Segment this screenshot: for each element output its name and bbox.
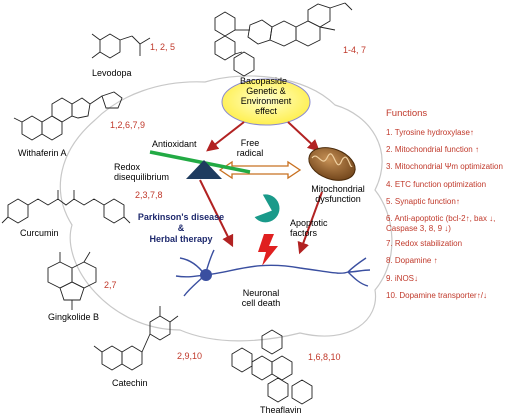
withaferin-a-structure (13, 91, 123, 141)
pd-line-2: & (177, 223, 185, 233)
compound-name-gingkolide-b: Gingkolide B (48, 312, 100, 322)
apoptotic-line-1: Apoptotic (290, 218, 328, 228)
curcumin-structure (1, 190, 131, 224)
compound-name-theaflavin: Theaflavin (260, 405, 302, 415)
compound-refs-gingkolide-b: 2,7 (104, 280, 117, 290)
free-radical-line-2: radical (236, 148, 264, 158)
function-item: 1. Tyrosine hydroxylase↑ (386, 128, 474, 137)
bacopaside-structure (214, 2, 353, 77)
compound-name-curcumin: Curcumin (20, 228, 59, 238)
compound-refs-theaflavin: 1,6,8,10 (308, 352, 341, 362)
apoptotic-line-2: factors (290, 228, 318, 238)
pd-line-3: Herbal therapy (149, 234, 213, 244)
genetic-line-2: Environment (240, 96, 292, 106)
neuronal-cell-death-label: Neuronal cell death (236, 288, 286, 308)
compound-refs-bacopaside: 1-4, 7 (343, 45, 367, 55)
function-item: 9. iNOS↓ (386, 273, 419, 283)
function-item: 6. Anti-apoptotic (bcl-2↑, bax ↓, (386, 214, 496, 224)
functions-title: Functions (386, 108, 428, 119)
neuron-line-1: Neuronal (242, 288, 280, 298)
compound-refs-levodopa: 1, 2, 5 (150, 42, 176, 52)
function-item: 2. Mitochondrial function ↑ (386, 145, 479, 155)
redox-triangle (186, 160, 222, 179)
brain-outline (59, 75, 393, 342)
catechin-structure (93, 306, 179, 371)
compound-name-catechin: Catechin (112, 378, 148, 388)
neuron-line-2: cell death (241, 298, 281, 308)
arrow-to-mito (287, 121, 320, 152)
genetic-environment-ellipse (221, 78, 311, 126)
mito-dysfunction-label: Mitochondrial dysfunction (306, 184, 370, 204)
free-radical-line-1: Free (240, 138, 260, 148)
levodopa-structure (91, 33, 151, 59)
apoptotic-pacman-icon (254, 194, 280, 223)
genetic-line-1: Genetic & (246, 86, 286, 96)
arrow-to-redox (206, 121, 245, 152)
antioxidant-lever (149, 150, 251, 174)
compound-name-withaferin-a: Withaferin A (18, 148, 67, 158)
arrow-redox-to-neuron (199, 179, 234, 248)
apoptotic-label: Apoptotic factors (290, 218, 328, 238)
theaflavin-structure (231, 329, 313, 405)
antioxidant-label: Antioxidant (152, 139, 197, 149)
compound-name-levodopa: Levodopa (92, 68, 132, 78)
double-arrow-redox-mito (218, 160, 302, 180)
genetic-line-3: effect (255, 106, 277, 116)
pd-herbal-therapy-label: Parkinson's disease & Herbal therapy (126, 212, 236, 245)
compound-refs-catechin: 2,9,10 (177, 351, 203, 361)
redox-label: Redox disequilibrium (114, 162, 169, 182)
compound-refs-curcumin: 2,3,7,8 (135, 190, 163, 200)
compound-refs-withaferin-a: 1,2,6,7,9 (110, 120, 146, 130)
lightning-bolt-icon (258, 234, 278, 266)
redox-line-1: Redox (114, 162, 141, 172)
compound-name-bacopaside: Bacopaside (240, 76, 288, 86)
redox-line-2: disequilibrium (114, 172, 170, 182)
free-radical-label: Free radical (230, 138, 270, 158)
neuron-body (200, 269, 212, 281)
function-item: 4. ETC function optimization (386, 179, 487, 189)
function-item: 8. Dopamine ↑ (386, 256, 438, 266)
function-item: Caspase 3, 8, 9 ↓) (386, 224, 451, 234)
function-item: 5. Synaptic function↑ (386, 196, 460, 206)
function-item: 7. Redox stabilization (386, 239, 463, 249)
functions-list: 1. Tyrosine hydroxylase↑ 2. Mitochondria… (386, 124, 520, 304)
arrow-mito-to-neuron (297, 191, 323, 255)
pd-line-1: Parkinson's disease (137, 212, 225, 222)
genetic-environment-label: Genetic & Environment effect (236, 86, 296, 116)
gingkolide-b-structure (47, 251, 97, 310)
mito-line-2: dysfunction (315, 194, 361, 204)
mitochondrion-icon (308, 147, 356, 181)
function-item: 10. Dopamine transporter↑/↓ (386, 290, 487, 300)
mito-line-1: Mitochondrial (311, 184, 365, 194)
function-item: 3. Mitochondrial Ψm optimization (386, 162, 503, 172)
